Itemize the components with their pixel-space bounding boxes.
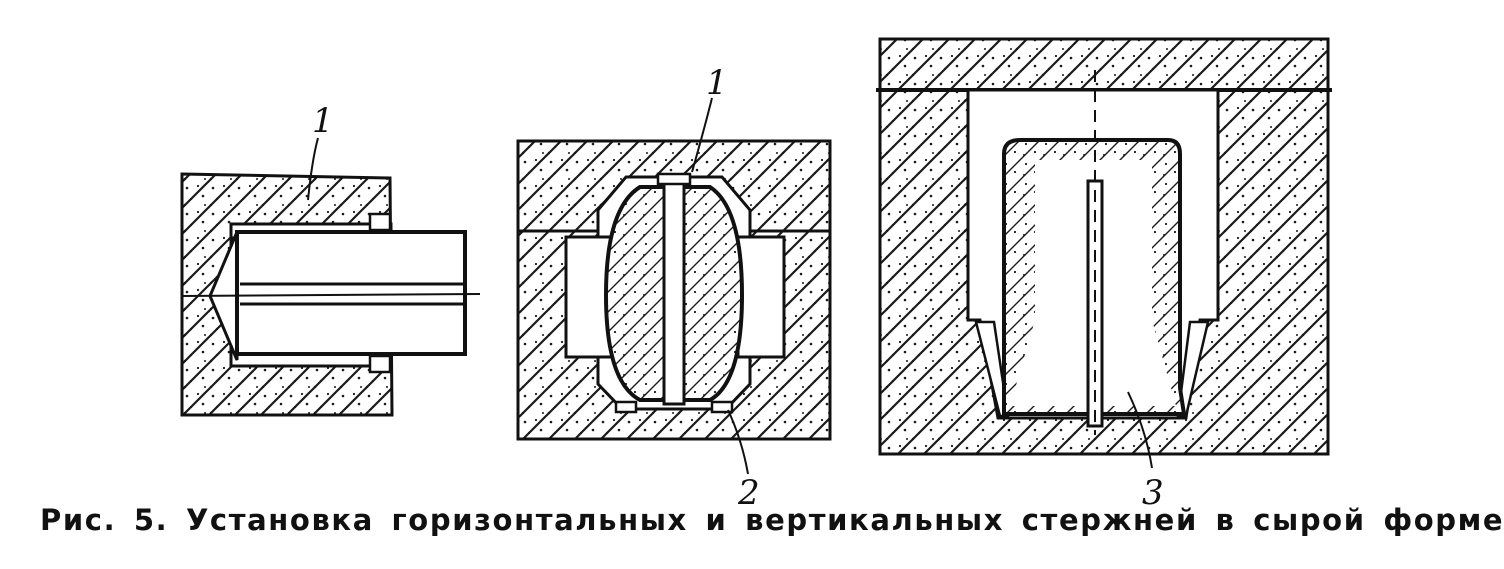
middle-print-right — [736, 235, 786, 359]
leader-line-1-left — [307, 137, 319, 201]
casting-mold-diagram: 1 1 2 — [180, 37, 1332, 513]
chaplet-bottom-left — [614, 400, 638, 414]
middle-vent-channel — [662, 176, 686, 406]
left-vent-top — [368, 212, 392, 232]
left-horizontal-core — [235, 230, 467, 356]
leader-line-1-middle — [691, 97, 713, 173]
callout-1-left: 1 — [312, 101, 334, 141]
callout-3: 3 — [1142, 473, 1164, 513]
leader-line-2 — [727, 409, 749, 475]
left-axis-line — [181, 293, 481, 297]
callout-1-middle: 1 — [706, 63, 728, 103]
leader-line-3 — [1127, 391, 1153, 469]
chaplet-bottom — [710, 400, 734, 414]
right-mold-view: 3 — [876, 37, 1332, 513]
figure-caption: Рис. 5. Установка горизонтальных и верти… — [40, 503, 1504, 537]
left-vent-bottom — [368, 354, 392, 374]
chaplet-top — [656, 172, 692, 186]
left-mold-view: 1 — [180, 101, 481, 417]
callout-2: 2 — [737, 473, 760, 513]
middle-mold-view: 1 2 — [516, 63, 832, 513]
